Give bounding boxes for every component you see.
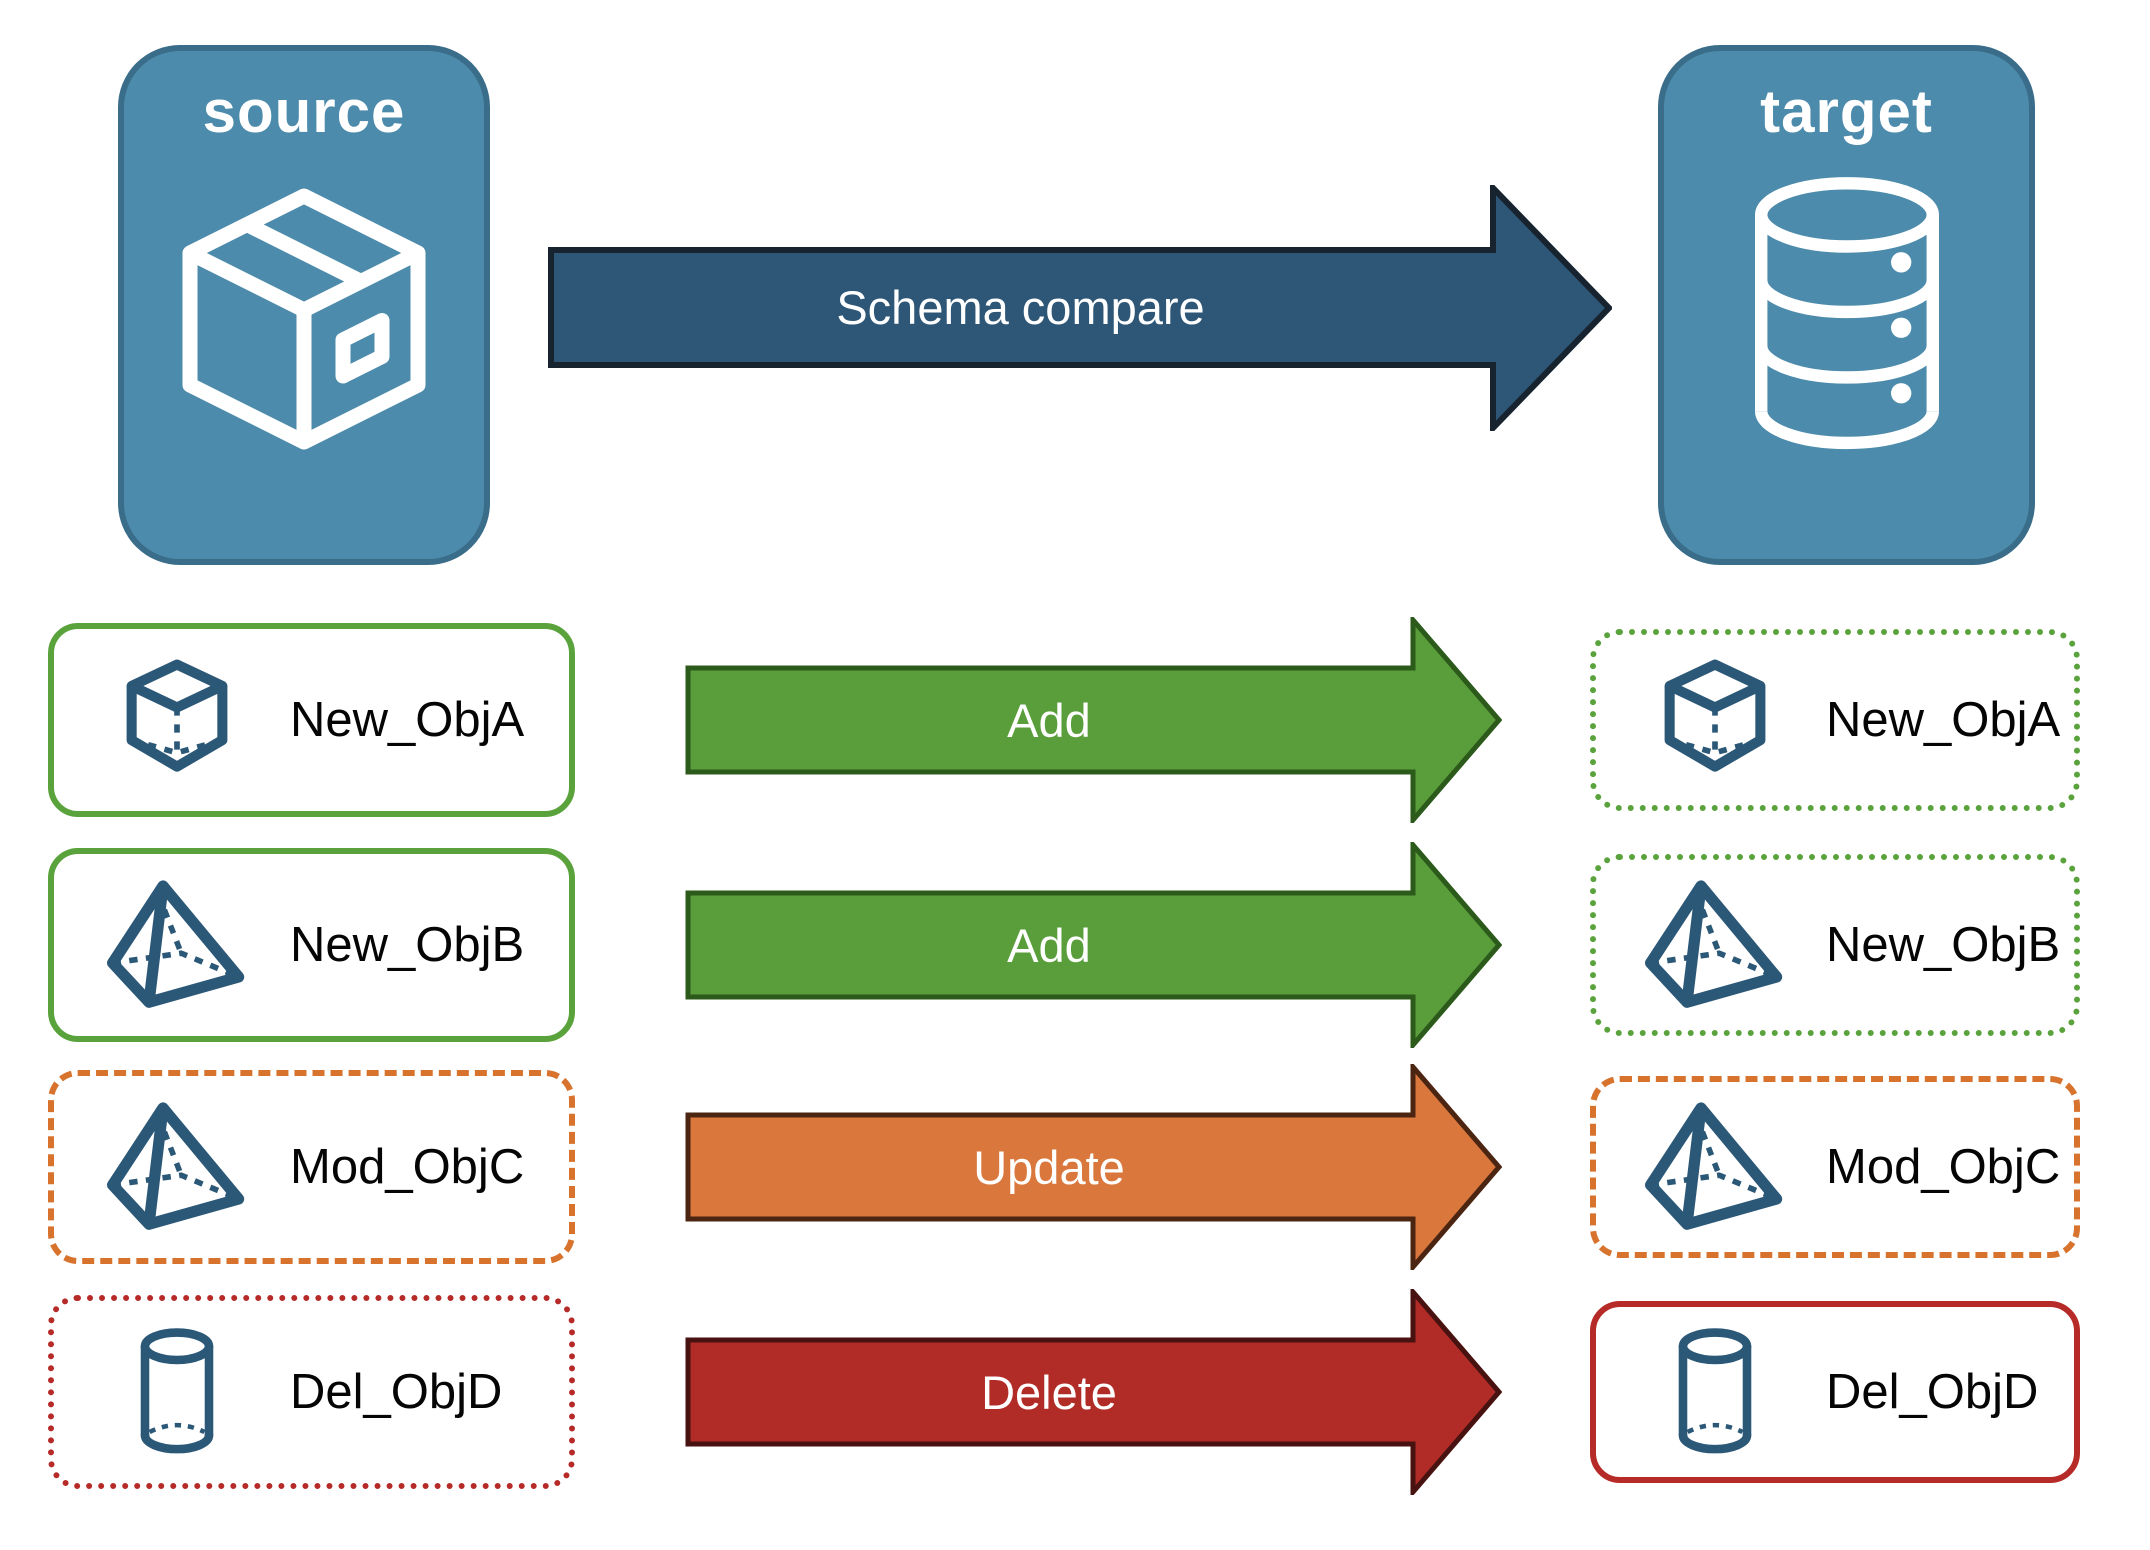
source-object-label: Mod_ObjC <box>290 1140 525 1194</box>
target-object-label: Mod_ObjC <box>1826 1140 2061 1194</box>
source-node-label: source <box>202 78 406 145</box>
action-arrow-shape <box>685 842 1502 1048</box>
target-object-box: Del_ObjD <box>1590 1301 2080 1483</box>
target-node: target <box>1658 45 2035 565</box>
source-node: source <box>118 45 490 565</box>
cube-icon <box>1644 657 1786 783</box>
target-object-label: New_ObjA <box>1826 693 2061 747</box>
pyramid-icon <box>1644 879 1786 1012</box>
action-arrow-shape <box>685 617 1502 823</box>
pyramid-icon <box>106 879 248 1012</box>
target-node-label: target <box>1760 78 1933 145</box>
target-object-label: New_ObjB <box>1826 918 2061 972</box>
package-icon <box>154 172 454 472</box>
source-object-box: Mod_ObjC <box>48 1070 575 1264</box>
cylinder-icon <box>1644 1328 1786 1456</box>
action-arrow-label: Add <box>1007 693 1091 747</box>
pyramid-icon <box>1644 1101 1786 1234</box>
action-arrow-label: Update <box>973 1140 1125 1194</box>
schema-compare-label: Schema compare <box>836 281 1205 334</box>
action-arrow: Update <box>685 1064 1502 1270</box>
source-object-label: Del_ObjD <box>290 1365 503 1419</box>
target-object-box: New_ObjA <box>1590 629 2080 811</box>
database-icon <box>1734 172 1960 470</box>
diff-row: New_ObjA Add New_ObjA <box>0 617 2150 823</box>
action-arrow-shape <box>685 1289 1502 1495</box>
schema-compare-arrow: Schema compare <box>548 185 1612 431</box>
source-object-box: Del_ObjD <box>48 1295 575 1489</box>
target-object-box: New_ObjB <box>1590 854 2080 1036</box>
source-object-box: New_ObjB <box>48 848 575 1042</box>
diff-row: Mod_ObjC Update Mod_ObjC <box>0 1064 2150 1270</box>
diff-row: Del_ObjD Delete Del_ObjD <box>0 1289 2150 1495</box>
action-arrow-shape <box>685 1064 1502 1270</box>
schema-compare-arrow-shape <box>548 185 1612 431</box>
action-arrow: Delete <box>685 1289 1502 1495</box>
source-object-box: New_ObjA <box>48 623 575 817</box>
diff-row: New_ObjB Add New_ObjB <box>0 842 2150 1048</box>
cylinder-icon <box>106 1328 248 1456</box>
target-object-box: Mod_ObjC <box>1590 1076 2080 1258</box>
source-object-label: New_ObjA <box>290 693 525 747</box>
cube-icon <box>106 657 248 783</box>
pyramid-icon <box>106 1101 248 1234</box>
action-arrow-label: Add <box>1007 918 1091 972</box>
action-arrow: Add <box>685 617 1502 823</box>
action-arrow-label: Delete <box>981 1365 1117 1419</box>
action-arrow: Add <box>685 842 1502 1048</box>
source-object-label: New_ObjB <box>290 918 525 972</box>
target-object-label: Del_ObjD <box>1826 1365 2039 1419</box>
